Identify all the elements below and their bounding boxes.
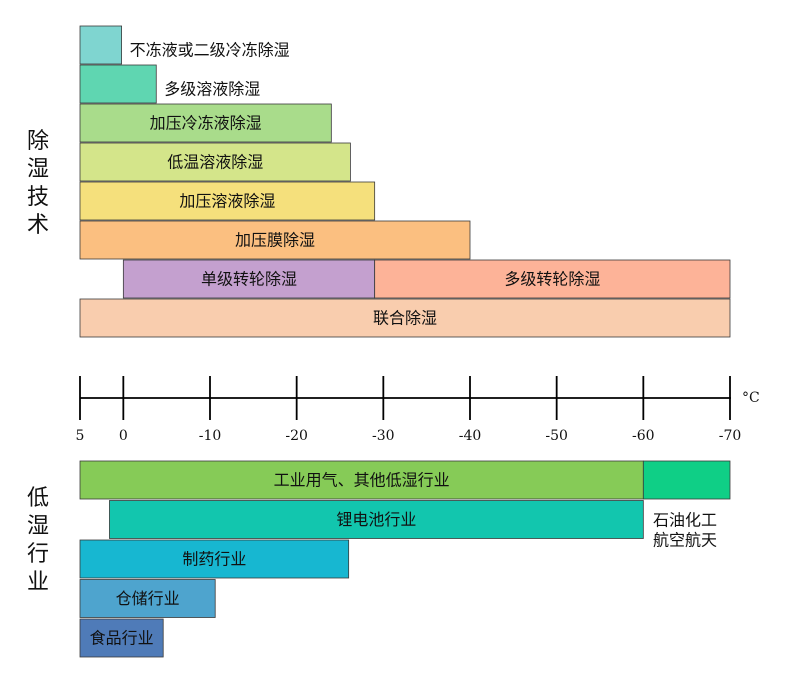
tech-bar — [122, 259, 376, 299]
side-note-line2: 航空航天 — [653, 531, 717, 550]
section-label-char: 术 — [27, 213, 49, 238]
section-label-char: 除 — [27, 129, 49, 154]
side-note-line1: 石油化工 — [653, 511, 717, 530]
tech-bar — [79, 298, 731, 338]
axis-unit-label: °C — [742, 390, 760, 406]
tech-bar-label: 加压膜除湿 — [235, 231, 315, 250]
section-label-char: 低 — [27, 486, 49, 511]
tech-bar-label: 多级溶液除湿 — [164, 80, 260, 99]
tech-bar-label: 不冻液或二级冷冻除湿 — [130, 41, 290, 60]
industry-bar-label: 工业用气、其他低湿行业 — [274, 471, 450, 490]
tech-bar-label: 加压冷冻液除湿 — [150, 114, 262, 133]
industry-bar — [79, 539, 350, 579]
axis-tick-label: 5 — [76, 428, 85, 444]
tech-bar-label: 加压溶液除湿 — [179, 192, 275, 211]
section-label-char: 湿 — [27, 157, 49, 182]
tech-bar-label: 多级转轮除湿 — [504, 270, 600, 289]
axis-tick-label: -70 — [719, 428, 742, 444]
temperature-axis: 5 0 -10 -20 -30 -40 -50 -60 -70 °C — [76, 376, 760, 444]
section-label-char: 行 — [27, 542, 49, 567]
tech-bar — [374, 259, 731, 299]
tech-bar — [79, 181, 376, 221]
industry-bar — [79, 618, 164, 658]
axis-tick-label: -30 — [372, 428, 395, 444]
tech-bar — [79, 220, 471, 260]
industry-extra-bar — [642, 460, 731, 500]
tech-bar — [79, 64, 157, 104]
industry-bar-label: 制药行业 — [182, 550, 246, 569]
tech-bar-label: 联合除湿 — [373, 309, 437, 328]
axis-tick-label: -10 — [199, 428, 222, 444]
industry-bar — [79, 460, 644, 500]
axis-tick-label: -40 — [459, 428, 482, 444]
axis-ticks: 5 0 -10 -20 -30 -40 -50 -60 -70 — [76, 376, 742, 444]
section-label-char: 技 — [27, 185, 49, 210]
tech-bar — [79, 25, 122, 65]
extra-industry-note: 石油化工 航空航天 — [653, 511, 717, 550]
tech-bar — [79, 142, 351, 182]
tech-bar — [79, 103, 332, 143]
industry-bar-label: 食品行业 — [90, 629, 154, 648]
tech-bar-label: 单级转轮除湿 — [201, 270, 297, 289]
industry-bar — [79, 579, 216, 618]
section-label-char: 湿 — [27, 514, 49, 539]
industry-bar-label: 锂电池行业 — [336, 510, 416, 529]
axis-tick-label: -20 — [285, 428, 308, 444]
industry-bar-label: 仓储行业 — [116, 589, 180, 608]
industry-bar — [109, 500, 644, 539]
axis-tick-label: -50 — [545, 428, 568, 444]
tech-bar-label: 低温溶液除湿 — [167, 153, 263, 172]
axis-tick-label: 0 — [119, 428, 128, 444]
industry-section-label: 低湿行业 — [27, 486, 49, 595]
technology-bars: 不冻液或二级冷冻除湿多级溶液除湿加压冷冻液除湿低温溶液除湿加压溶液除湿加压膜除湿… — [79, 25, 731, 338]
section-label-char: 业 — [27, 570, 49, 595]
axis-tick-label: -60 — [632, 428, 655, 444]
